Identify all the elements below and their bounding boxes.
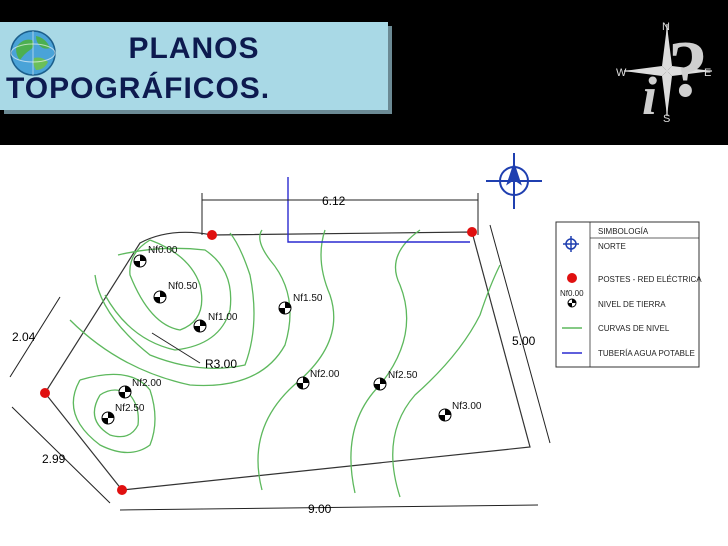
level-label-8: Nf2.50 bbox=[115, 403, 145, 414]
level-label-1: Nf0.00 bbox=[148, 245, 178, 256]
level-marker bbox=[438, 408, 452, 422]
info-i-glyph: i bbox=[642, 66, 657, 126]
level-marker bbox=[193, 319, 207, 333]
compass-e: E bbox=[704, 67, 711, 79]
level-marker bbox=[101, 411, 115, 425]
legend-item-level: NIVEL DE TIERRA bbox=[598, 300, 666, 309]
legend-level-icon bbox=[567, 298, 577, 308]
level-label-6: Nf2.50 bbox=[388, 370, 418, 381]
level-label-5: Nf2.00 bbox=[310, 369, 340, 380]
level-marker bbox=[296, 376, 310, 390]
legend: SIMBOLOGÍA NORTE POSTES - RED ELÉCTRICA … bbox=[555, 221, 702, 368]
level-markers bbox=[101, 254, 452, 425]
dim-left-lower: 2.99 bbox=[42, 452, 66, 466]
title-line1: PLANOS bbox=[128, 32, 260, 65]
topographic-plan: 6.12 5.00 9.00 2.04 2.99 R3.00 Nf0.00 Nf… bbox=[0, 145, 728, 546]
post-3 bbox=[40, 388, 50, 398]
dimension-lines bbox=[9, 193, 551, 511]
electric-posts bbox=[40, 227, 477, 495]
title-line2: TOPOGRÁFICOS. bbox=[6, 72, 271, 105]
north-symbol bbox=[486, 153, 542, 209]
legend-item-north: NORTE bbox=[598, 242, 626, 251]
post-1 bbox=[207, 230, 217, 240]
legend-north-icon bbox=[563, 236, 579, 252]
title-box: PLANOS TOPOGRÁFICOS. bbox=[0, 22, 388, 110]
plot-boundary bbox=[44, 231, 531, 491]
level-marker bbox=[373, 377, 387, 391]
dim-top: 6.12 bbox=[322, 194, 346, 208]
level-label-2: Nf0.50 bbox=[168, 281, 198, 292]
globe-icon bbox=[10, 30, 56, 76]
level-label-7: Nf2.00 bbox=[132, 378, 162, 389]
dim-bottom: 9.00 bbox=[308, 502, 332, 516]
legend-item-pipe: TUBERÍA AGUA POTABLE bbox=[598, 349, 695, 358]
level-label-3: Nf1.00 bbox=[208, 312, 238, 323]
level-marker bbox=[278, 301, 292, 315]
dim-radius: R3.00 bbox=[205, 357, 237, 371]
post-2 bbox=[467, 227, 477, 237]
level-marker bbox=[133, 254, 147, 268]
legend-title: SIMBOLOGÍA bbox=[598, 227, 649, 236]
legend-item-posts: POSTES - RED ELÉCTRICA bbox=[598, 275, 702, 284]
compass-question-icon: N S E W ? i bbox=[616, 21, 712, 126]
compass-n: N bbox=[662, 21, 670, 33]
dim-left-upper: 2.04 bbox=[12, 330, 36, 344]
contour-lines bbox=[69, 229, 501, 498]
level-label-9: Nf3.00 bbox=[452, 401, 482, 412]
question-mark-glyph: ? bbox=[668, 26, 708, 114]
post-4 bbox=[117, 485, 127, 495]
level-marker bbox=[118, 385, 132, 399]
compass-s: S bbox=[663, 113, 670, 125]
level-marker bbox=[153, 290, 167, 304]
compass-w: W bbox=[616, 67, 627, 79]
dim-right: 5.00 bbox=[512, 334, 536, 348]
water-pipe bbox=[287, 177, 470, 243]
legend-item-contours: CURVAS DE NIVEL bbox=[598, 324, 670, 333]
legend-level-sample: Nf0.00 bbox=[560, 289, 584, 298]
legend-post-icon bbox=[567, 273, 577, 283]
level-label-4: Nf1.50 bbox=[293, 293, 323, 304]
